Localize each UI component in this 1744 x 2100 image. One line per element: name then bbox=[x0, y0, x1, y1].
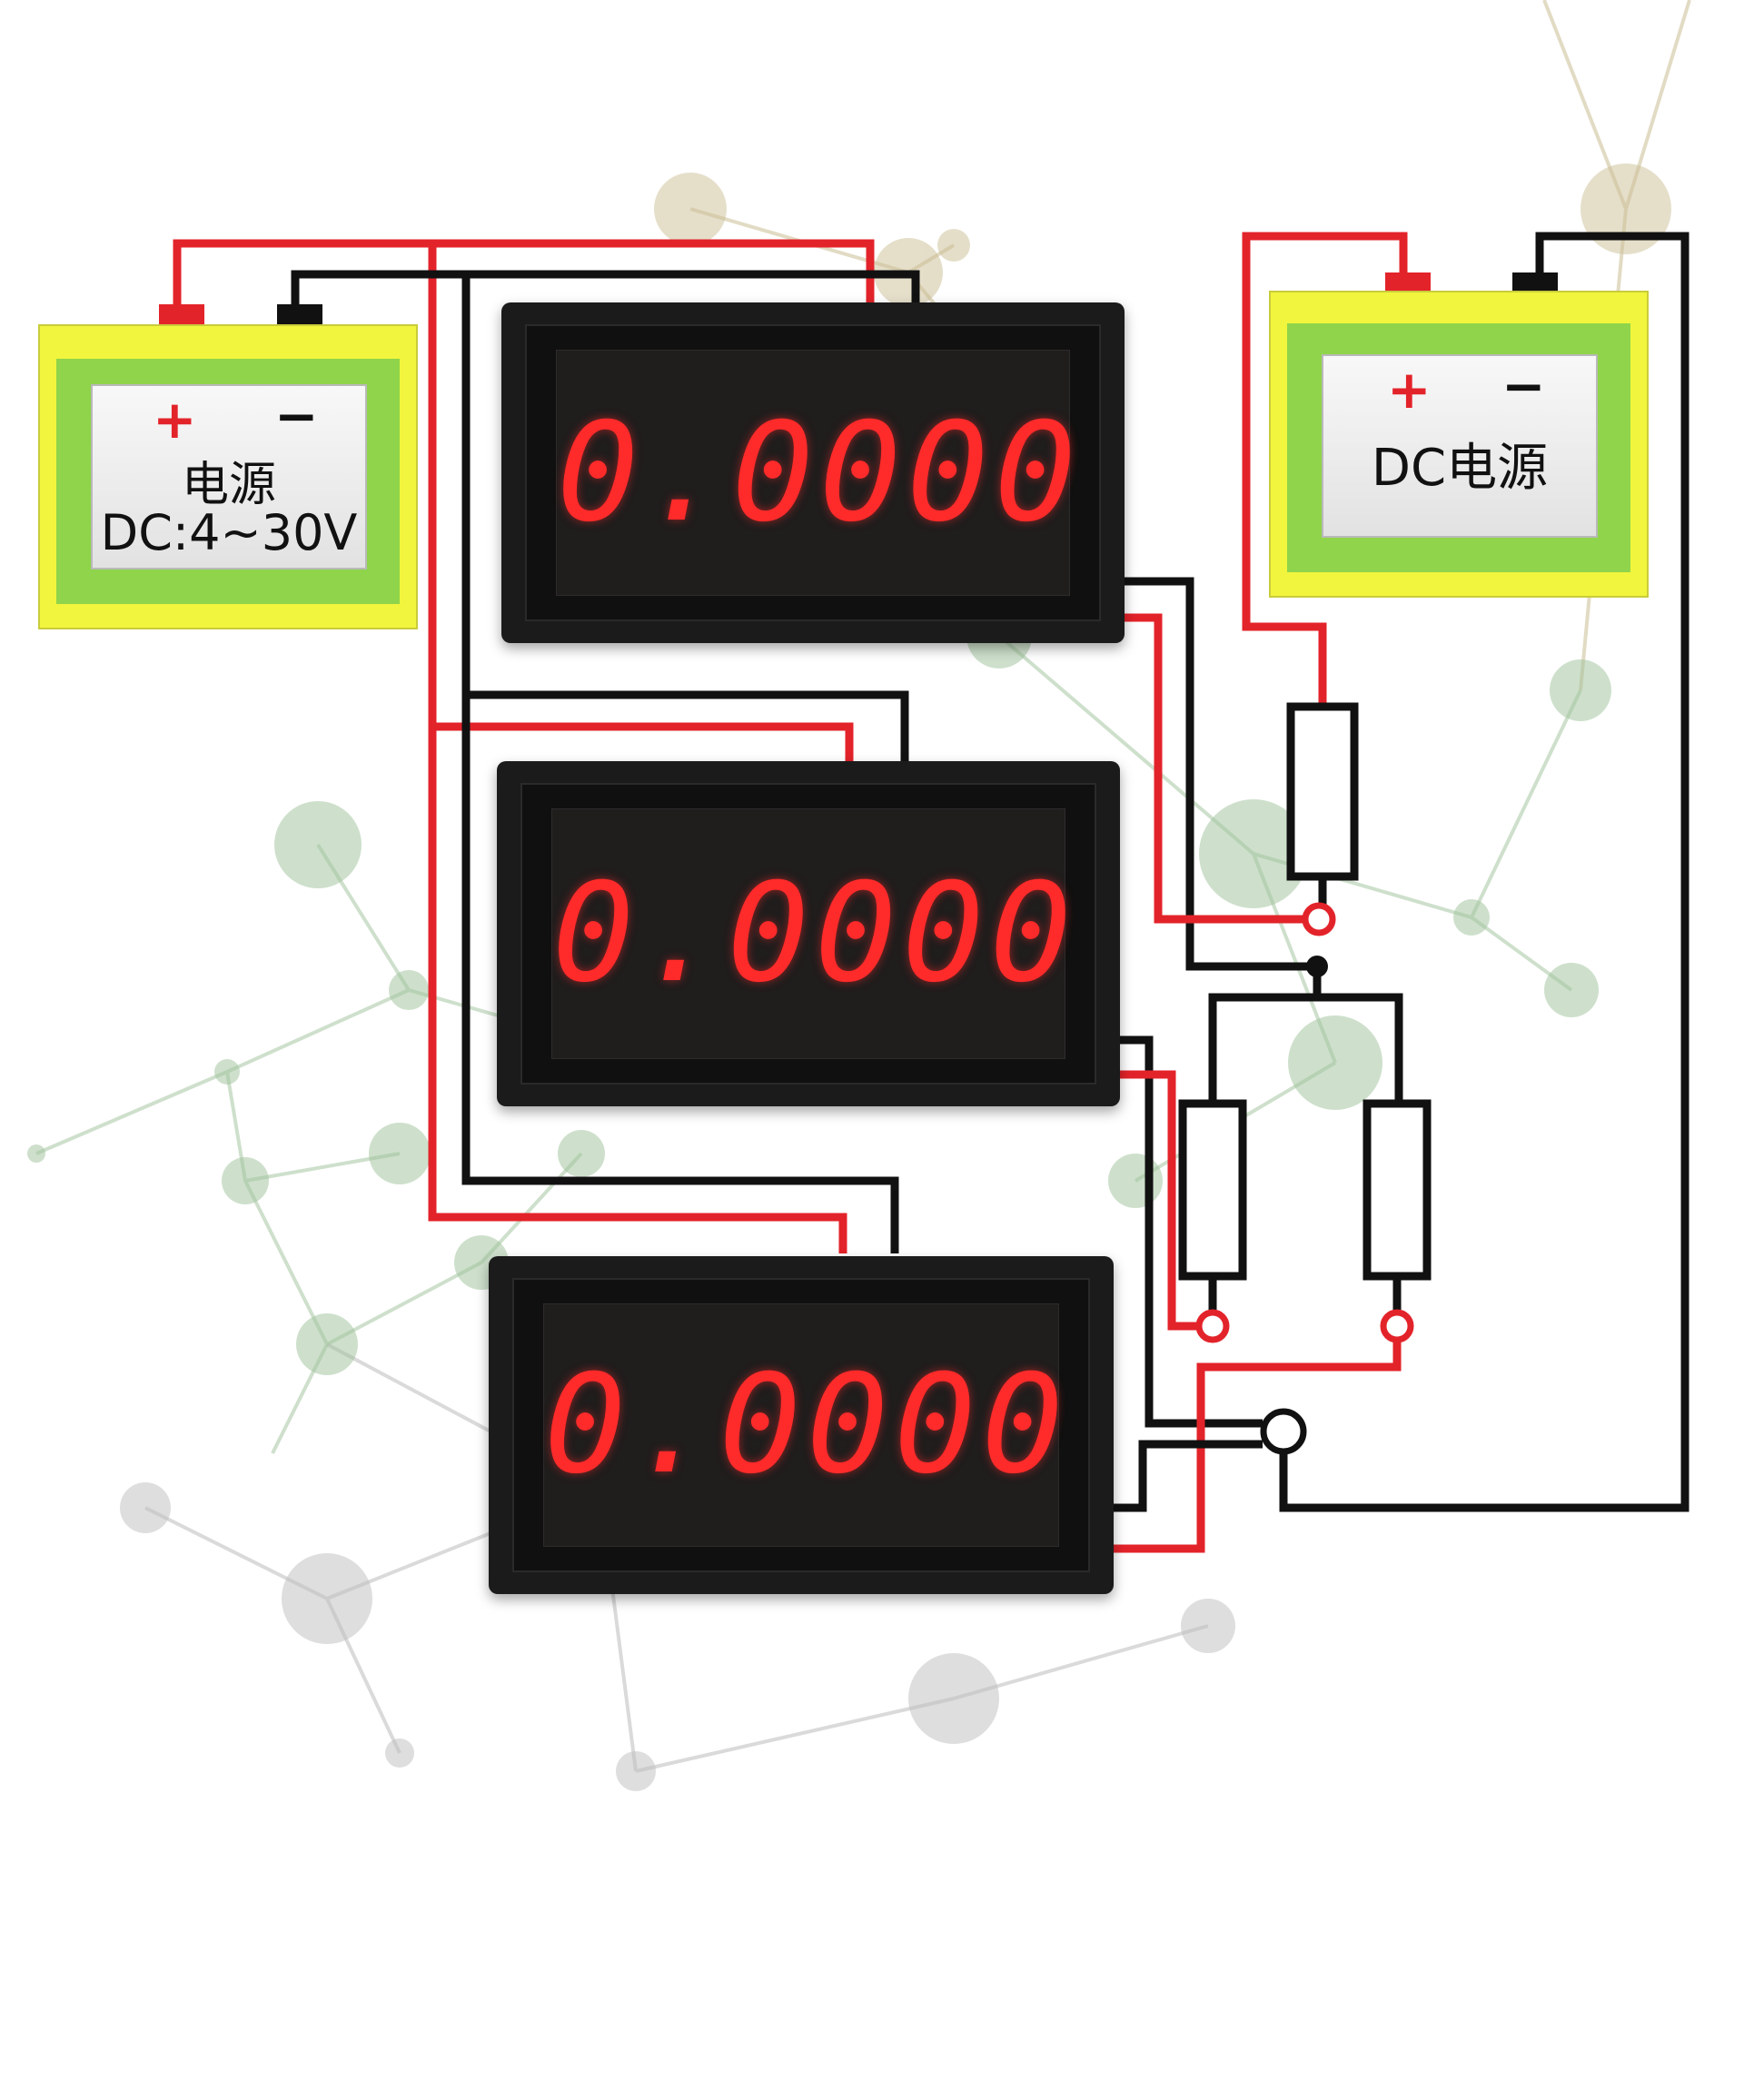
right-power-supply: + − DC电源 bbox=[1269, 291, 1649, 598]
resistor2 bbox=[1178, 1099, 1247, 1281]
resistor2-terminal bbox=[1195, 1309, 1230, 1343]
right-supply-negative-wire bbox=[1279, 232, 1690, 1512]
right-psu-title: DC电源 bbox=[1371, 439, 1549, 498]
panel-meter-1: 0.0000 bbox=[501, 302, 1125, 643]
meter2-black-output-wire bbox=[1119, 1035, 1263, 1428]
left-psu-title: 电源 bbox=[181, 458, 276, 512]
right-psu-negative-terminal bbox=[1512, 272, 1558, 292]
meter3-display: 0.0000 bbox=[543, 1303, 1069, 1547]
meter1-black-output-wire bbox=[1125, 577, 1317, 971]
resistor1-terminal bbox=[1302, 902, 1336, 936]
return-node bbox=[1260, 1408, 1307, 1455]
left-psu-plus-sign: + bbox=[153, 389, 197, 451]
right-psu-minus-sign: − bbox=[1501, 355, 1546, 417]
meter2-display: 0.0000 bbox=[551, 808, 1077, 1059]
parallel-branch-wire bbox=[1208, 966, 1322, 1104]
right-psu-plus-sign: + bbox=[1387, 359, 1432, 421]
left-psu-minus-sign: − bbox=[274, 385, 319, 447]
left-power-supply: + − 电源 DC:4~30V bbox=[38, 324, 418, 629]
meter3-black-output-wire bbox=[1114, 1440, 1263, 1512]
meter1-reading: 0.0000 bbox=[557, 393, 1082, 552]
right-supply-positive-wire bbox=[1242, 232, 1408, 707]
meter2-red-output-wire bbox=[1119, 1070, 1197, 1331]
meter1-red-output-wire bbox=[1125, 613, 1303, 924]
right-psu-positive-terminal bbox=[1385, 272, 1431, 292]
left-psu-positive-terminal bbox=[159, 304, 204, 324]
parallel-branch-wire-right bbox=[1317, 993, 1403, 1104]
resistor3 bbox=[1362, 1099, 1432, 1281]
meter1-display: 0.0000 bbox=[556, 350, 1082, 596]
left-psu-label-panel: + − 电源 DC:4~30V bbox=[91, 384, 367, 570]
right-psu-label-panel: + − DC电源 bbox=[1322, 354, 1598, 538]
panel-meter-2: 0.0000 bbox=[497, 761, 1120, 1106]
resistor1 bbox=[1286, 702, 1359, 881]
left-psu-voltage: DC:4~30V bbox=[100, 504, 358, 561]
panel-meter-3: 0.0000 bbox=[489, 1256, 1114, 1594]
left-supply-negative-wire bbox=[291, 270, 920, 1253]
left-psu-negative-terminal bbox=[277, 304, 322, 324]
resistor3-terminal bbox=[1380, 1309, 1414, 1343]
meter2-reading: 0.0000 bbox=[552, 855, 1077, 1013]
meter3-reading: 0.0000 bbox=[544, 1346, 1069, 1504]
resistor3-return-wire bbox=[1114, 1340, 1402, 1553]
